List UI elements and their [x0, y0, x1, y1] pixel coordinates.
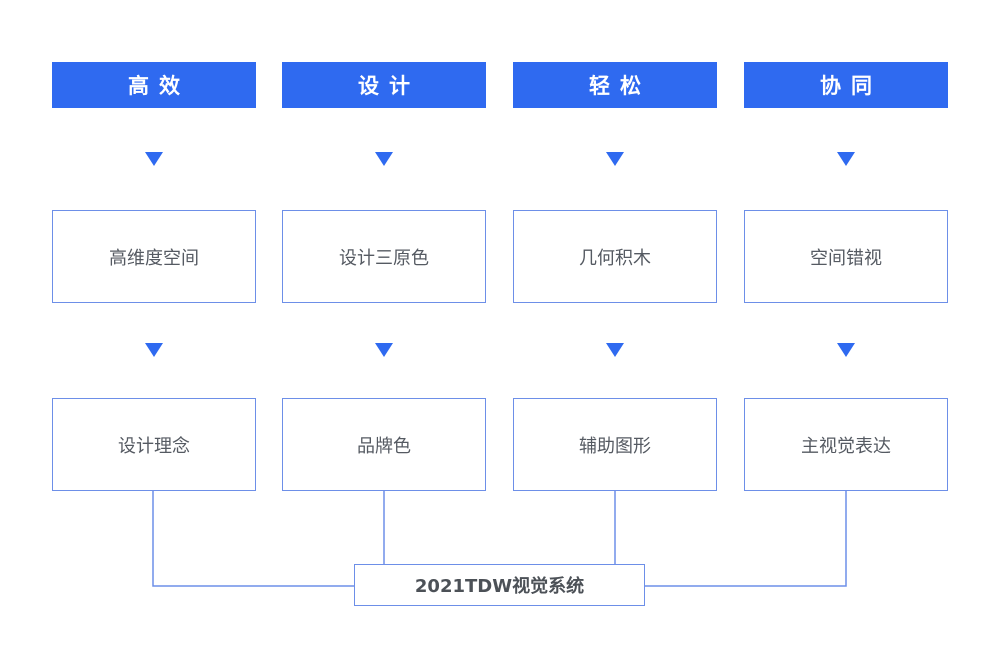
connector-line-1 — [152, 491, 354, 587]
down-arrow-icon — [837, 152, 855, 166]
down-arrow-icon — [375, 343, 393, 357]
level1-box: 空间错视 — [744, 210, 948, 303]
level1-box: 高维度空间 — [52, 210, 256, 303]
column-3: 轻松 几何积木 辅助图形 — [513, 0, 717, 668]
level2-box: 品牌色 — [282, 398, 486, 491]
level2-box: 主视觉表达 — [744, 398, 948, 491]
level1-box: 几何积木 — [513, 210, 717, 303]
down-arrow-icon — [145, 343, 163, 357]
column-header: 轻松 — [513, 62, 717, 108]
level1-box: 设计三原色 — [282, 210, 486, 303]
footer-system-box: 2021TDW视觉系统 — [354, 564, 645, 606]
column-header: 协同 — [744, 62, 948, 108]
level2-box: 辅助图形 — [513, 398, 717, 491]
column-header: 设计 — [282, 62, 486, 108]
connector-line-4 — [645, 491, 847, 587]
down-arrow-icon — [837, 343, 855, 357]
level2-box: 设计理念 — [52, 398, 256, 491]
down-arrow-icon — [145, 152, 163, 166]
down-arrow-icon — [606, 343, 624, 357]
column-2: 设计 设计三原色 品牌色 — [282, 0, 486, 668]
column-header: 高效 — [52, 62, 256, 108]
down-arrow-icon — [606, 152, 624, 166]
column-4: 协同 空间错视 主视觉表达 — [744, 0, 948, 668]
down-arrow-icon — [375, 152, 393, 166]
column-1: 高效 高维度空间 设计理念 — [52, 0, 256, 668]
